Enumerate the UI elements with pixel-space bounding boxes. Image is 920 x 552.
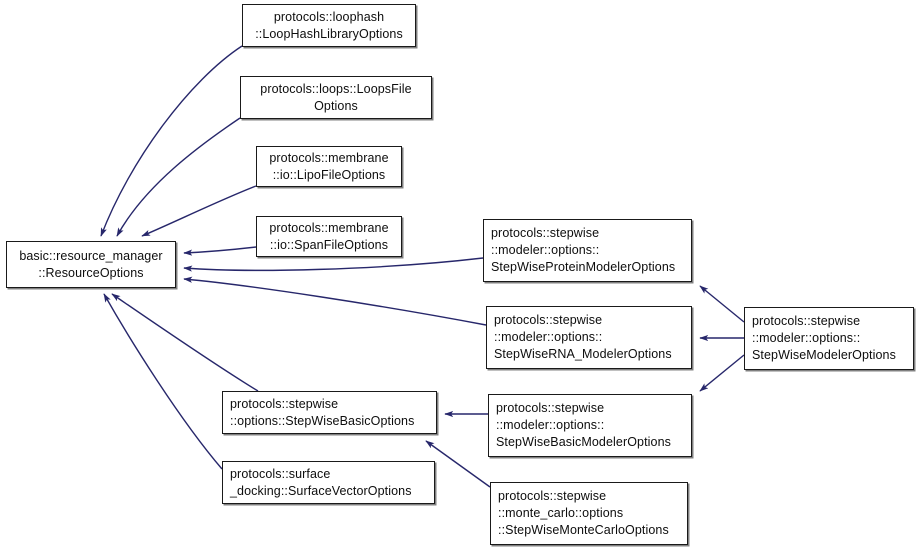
- inheritance-edge-surface-vector-options-to-resource-options: [103, 293, 223, 470]
- class-node-label-line: ::monte_carlo::options: [498, 506, 624, 520]
- class-node-stepwise-rna-modeler-options[interactable]: protocols::stepwise::modeler::options::S…: [486, 306, 692, 369]
- inheritance-edge-stepwise-protein-modeler-options-to-resource-options: [183, 257, 484, 272]
- class-node-span-file-options[interactable]: protocols::membrane::io::SpanFileOptions: [256, 216, 402, 257]
- class-node-label-line: protocols::membrane: [269, 150, 389, 165]
- inheritance-edge-stepwise-basic-options-to-resource-options: [111, 293, 259, 392]
- class-node-label-line: StepWiseRNA_ModelerOptions: [494, 347, 672, 361]
- class-node-label-line: ::modeler::options::: [494, 330, 603, 344]
- class-node-label-line: ::options::StepWiseBasicOptions: [230, 413, 415, 428]
- class-node-label-line: ::LoopHashLibraryOptions: [255, 26, 403, 41]
- class-node-label-line: protocols::stepwise: [230, 396, 339, 411]
- class-node-label-line: protocols::loophash: [273, 9, 385, 24]
- class-node-label-line: _docking::SurfaceVectorOptions: [230, 483, 412, 498]
- class-node-label-line: protocols::stepwise: [494, 313, 603, 327]
- class-node-label-line: protocols::membrane: [269, 220, 389, 235]
- class-node-lipo-file-options[interactable]: protocols::membrane::io::LipoFileOptions: [256, 146, 402, 187]
- class-node-label-line: protocols::stepwise: [752, 314, 861, 328]
- class-node-label-line: protocols::surface: [230, 466, 331, 481]
- inheritance-edge-lipo-file-options-to-resource-options: [141, 185, 257, 237]
- class-node-loophash-library-options[interactable]: protocols::loophash::LoopHashLibraryOpti…: [242, 4, 416, 47]
- class-node-label-line: ::modeler::options::: [491, 243, 600, 257]
- class-node-stepwise-monte-carlo-options[interactable]: protocols::stepwise::monte_carlo::option…: [490, 482, 688, 545]
- class-node-label-line: protocols::loops::LoopsFile: [260, 81, 412, 96]
- inheritance-edge-stepwise-monte-carlo-options-to-stepwise-basic-options: [425, 440, 491, 488]
- class-node-label-line: ::io::LipoFileOptions: [272, 167, 386, 182]
- class-node-label-line: ::StepWiseMonteCarloOptions: [498, 523, 669, 537]
- inheritance-edge-stepwise-rna-modeler-options-to-resource-options: [183, 276, 487, 326]
- class-node-label-line: Options: [314, 98, 358, 113]
- class-node-stepwise-modeler-options[interactable]: protocols::stepwise::modeler::options::S…: [744, 307, 914, 370]
- inheritance-edge-stepwise-modeler-options-to-stepwise-protein-modeler-options: [699, 285, 745, 323]
- class-node-label-line: ::io::SpanFileOptions: [269, 237, 389, 252]
- class-node-label-line: ::ResourceOptions: [38, 265, 144, 280]
- class-node-label-line: protocols::stepwise: [496, 401, 605, 415]
- class-node-label-line: protocols::stepwise: [498, 489, 607, 503]
- class-node-label-line: StepWiseProteinModelerOptions: [491, 260, 676, 274]
- class-node-stepwise-protein-modeler-options[interactable]: protocols::stepwise::modeler::options::S…: [483, 219, 692, 282]
- class-node-label-line: basic::resource_manager: [19, 248, 163, 263]
- class-node-label-line: protocols::stepwise: [491, 226, 600, 240]
- class-node-label-line: ::modeler::options::: [752, 331, 861, 345]
- class-node-label-line: StepWiseModelerOptions: [752, 348, 896, 362]
- inheritance-edge-loophash-library-options-to-resource-options: [100, 45, 243, 237]
- class-node-stepwise-basic-options[interactable]: protocols::stepwise::options::StepWiseBa…: [222, 391, 437, 434]
- class-node-stepwise-basic-modeler-options[interactable]: protocols::stepwise::modeler::options::S…: [488, 394, 692, 457]
- class-node-label-line: StepWiseBasicModelerOptions: [496, 435, 671, 449]
- class-node-resource-options[interactable]: basic::resource_manager::ResourceOptions: [6, 241, 176, 288]
- inheritance-edge-stepwise-modeler-options-to-stepwise-basic-modeler-options: [699, 354, 745, 392]
- inheritance-edge-span-file-options-to-resource-options: [183, 246, 257, 256]
- class-node-surface-vector-options[interactable]: protocols::surface_docking::SurfaceVecto…: [222, 461, 435, 504]
- class-node-label-line: ::modeler::options::: [496, 418, 605, 432]
- inheritance-edge-loops-file-options-to-resource-options: [116, 117, 241, 237]
